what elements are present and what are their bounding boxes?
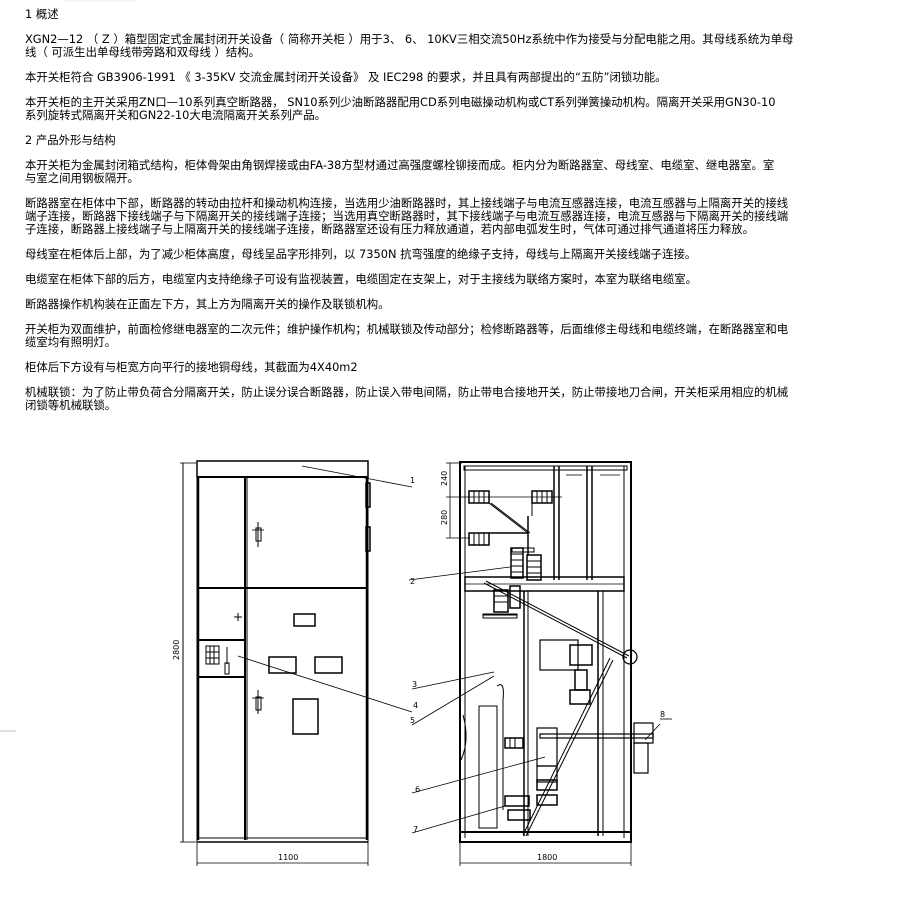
page-edge-mark (0, 730, 16, 732)
section-heading-overview: 1 概述 (25, 7, 59, 21)
front-width-dim: 1100 (278, 853, 298, 862)
callout-8: 8 (660, 710, 665, 719)
side-dim-mid: 280 (440, 510, 449, 525)
paragraph: 断路器室在柜体中下部，断路器的转动由拉杆和操动机构连接，当选用少油断路器时，其上… (25, 196, 789, 236)
paragraph: 开关柜为双面维护，前面检修继电器室的二次元件；维护操作机构；机械联锁及传动部分；… (25, 322, 789, 349)
paragraph: 本开关柜符合 GB3906-1991 《 3-35KV 交流金属封闭开关设备》 … (25, 70, 667, 84)
paragraph: XGN2—12 （ Z ）箱型固定式金属封闭开关设备（ 简称开关柜 ）用于3、 … (25, 32, 794, 59)
side-dim-top: 240 (440, 471, 449, 486)
callout-2: 2 (410, 577, 415, 586)
document-body: 1 概述 XGN2—12 （ Z ）箱型固定式金属封闭开关设备（ 简称开关柜 ）… (25, 8, 805, 412)
section-heading-structure: 2 产品外形与结构 (25, 133, 116, 147)
callout-4: 4 (413, 701, 418, 710)
side-view (408, 461, 672, 866)
page-edge-shadow (60, 0, 140, 2)
side-width-dim: 1800 (537, 853, 557, 862)
paragraph: 柜体后下方设有与柜宽方向平行的接地铜母线，其截面为4X40m2 (25, 360, 358, 374)
paragraph: 本开关柜的主开关采用ZN口—10系列真空断路器， SN10系列少油断路器配用CD… (25, 95, 776, 122)
callout-6: 6 (415, 785, 420, 794)
paragraph: 机械联锁：为了防止带负荷合分隔离开关，防止误分误合断路器，防止误入带电间隔，防止… (25, 385, 789, 412)
front-height-dim: 2800 (172, 640, 181, 660)
paragraph: 母线室在柜体后上部，为了减少柜体高度，母线呈品字形排列，以 7350N 抗弯强度… (25, 247, 697, 261)
callout-1: 1 (410, 476, 415, 485)
paragraph: 本开关柜为金属封闭箱式结构，柜体骨架由角钢焊接或由FA-38方型材通过高强度螺栓… (25, 158, 775, 185)
callout-5: 5 (410, 716, 415, 725)
front-view (180, 460, 413, 866)
paragraph: 断路器操作机构装在正面左下方，其上方为隔离开关的操作及联锁机构。 (25, 297, 390, 311)
paragraph: 电缆室在柜体下部的后方，电缆室内支持绝缘子可设有监视装置，电缆固定在支架上，对于… (25, 272, 698, 286)
callout-3: 3 (412, 680, 417, 689)
callout-7: 7 (413, 825, 418, 834)
